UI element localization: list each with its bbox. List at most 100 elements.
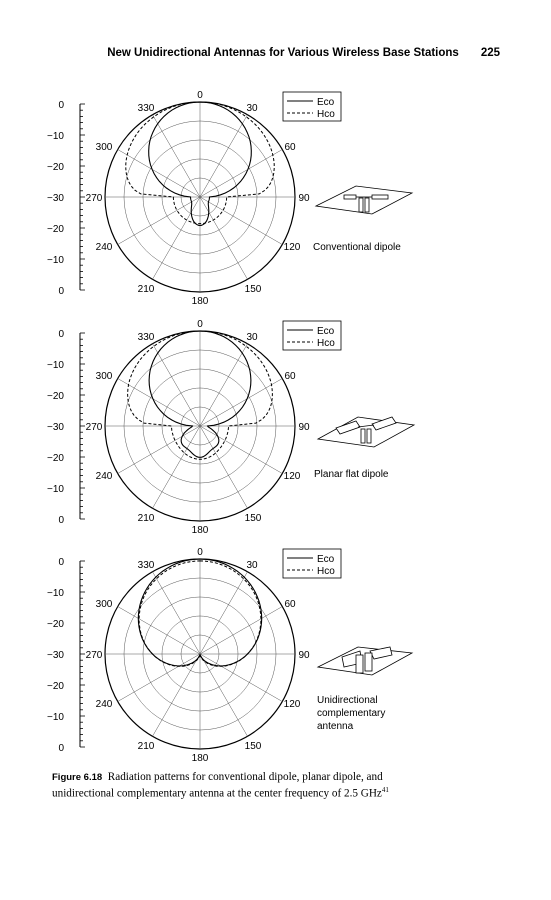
angle-label: 60 [284, 142, 296, 153]
grid-spoke [199, 653, 283, 702]
caption-text: Radiation patterns for conventional dipo… [52, 771, 383, 800]
radial-label: −10 [47, 484, 64, 495]
angle-label: 210 [138, 741, 155, 752]
angle-label: 330 [138, 560, 155, 571]
grid-spoke [152, 425, 201, 509]
radial-label: −20 [47, 162, 64, 173]
series-hco-curve [125, 101, 275, 225]
polar-plot-3: 0 −10 −20 −30 −20 −10 0 0 30 60 90 120 1… [0, 545, 551, 767]
radial-label: −20 [47, 681, 64, 692]
grid-spoke [117, 653, 201, 702]
polar-chart-svg-3: 0 −10 −20 −30 −20 −10 0 0 30 60 90 120 1… [47, 547, 414, 764]
radial-label: −30 [47, 422, 64, 433]
radial-label: −30 [47, 193, 64, 204]
angle-label: 180 [192, 525, 209, 536]
legend: Eco Hco [282, 548, 342, 579]
angle-label: 30 [246, 103, 258, 114]
legend-label: Eco [317, 554, 335, 565]
antenna-inset-illustration [314, 185, 414, 215]
radial-label: 0 [58, 743, 64, 754]
grid-spoke [117, 606, 201, 655]
grid-spoke [199, 378, 283, 427]
radial-label: −10 [47, 360, 64, 371]
radial-scale: 0 −10 −20 −30 −20 −10 0 [47, 329, 85, 526]
legend: Eco Hco [282, 320, 342, 351]
legend-label: Hco [317, 109, 335, 120]
angle-label: 0 [197, 319, 203, 330]
radial-label: −10 [47, 712, 64, 723]
legend-label: Hco [317, 566, 335, 577]
polar-grid [104, 101, 296, 293]
angle-label: 300 [96, 599, 113, 610]
grid-spoke [152, 114, 201, 198]
grid-spoke [199, 114, 248, 198]
legend-label: Eco [317, 97, 335, 108]
radial-label: 0 [58, 515, 64, 526]
grid-spoke [199, 653, 248, 737]
grid-spoke [199, 425, 248, 509]
grid-spoke [199, 196, 248, 280]
angle-label: 240 [96, 242, 113, 253]
angle-label: 270 [86, 422, 103, 433]
radial-label: 0 [58, 329, 64, 340]
angle-label: 60 [284, 371, 296, 382]
angle-label: 210 [138, 513, 155, 524]
grid-spoke [117, 425, 201, 474]
antenna-inset-illustration [316, 646, 414, 676]
series-hco-curve [127, 330, 273, 460]
radial-label: −20 [47, 619, 64, 630]
inset-label: complementary [317, 708, 385, 719]
caption-reference: 41 [381, 786, 389, 794]
angle-label: 0 [197, 90, 203, 101]
series-eco-curve [137, 558, 263, 667]
running-head: New Unidirectional Antennas for Various … [0, 47, 500, 59]
radial-scale: 0 −10 −20 −30 −20 −10 0 [47, 557, 85, 754]
angle-label: 210 [138, 284, 155, 295]
radial-label: 0 [58, 557, 64, 568]
polar-plot-1: 0 −10 −20 −30 −20 −10 0 0 30 60 90 120 1… [0, 88, 551, 310]
radial-label: 0 [58, 286, 64, 297]
series-eco-curve [148, 101, 252, 227]
angle-label: 330 [138, 332, 155, 343]
angle-label: 90 [298, 422, 310, 433]
angle-label: 270 [86, 193, 103, 204]
radial-label: 0 [58, 100, 64, 111]
angle-label: 30 [246, 560, 258, 571]
antenna-inset-illustration [316, 416, 416, 448]
angle-label: 120 [284, 699, 301, 710]
grid-spoke [199, 149, 283, 198]
legend-label: Eco [317, 326, 335, 337]
angle-label: 90 [298, 650, 310, 661]
figure-label: Figure 6.18 [52, 772, 103, 783]
inset-label: antenna [317, 721, 354, 732]
grid-spoke [152, 653, 201, 737]
angle-label: 240 [96, 699, 113, 710]
polar-plot-2: 0 −10 −20 −30 −20 −10 0 0 30 60 90 120 1… [0, 317, 551, 539]
grid-spoke [199, 343, 248, 427]
grid-spoke [117, 378, 201, 427]
radial-label: −20 [47, 453, 64, 464]
page-number: 225 [480, 47, 500, 59]
polar-grid [104, 558, 296, 750]
inset-label: Conventional dipole [313, 242, 401, 253]
angle-label: 30 [246, 332, 258, 343]
angle-label: 270 [86, 650, 103, 661]
inset-label: Planar flat dipole [314, 469, 389, 480]
grid-spoke [117, 196, 201, 245]
angle-label: 90 [298, 193, 310, 204]
angle-label: 60 [284, 599, 296, 610]
series-eco-curve [148, 330, 252, 458]
angle-label: 150 [245, 513, 262, 524]
angle-label: 0 [197, 547, 203, 558]
grid-spoke [117, 149, 201, 198]
radial-label: −10 [47, 588, 64, 599]
angle-label: 330 [138, 103, 155, 114]
grid-spoke [199, 196, 283, 245]
grid-spoke [199, 425, 283, 474]
radial-label: −20 [47, 224, 64, 235]
angle-label: 180 [192, 296, 209, 307]
angle-label: 300 [96, 371, 113, 382]
angle-label: 180 [192, 753, 209, 764]
radial-label: −10 [47, 255, 64, 266]
angle-label: 150 [245, 741, 262, 752]
